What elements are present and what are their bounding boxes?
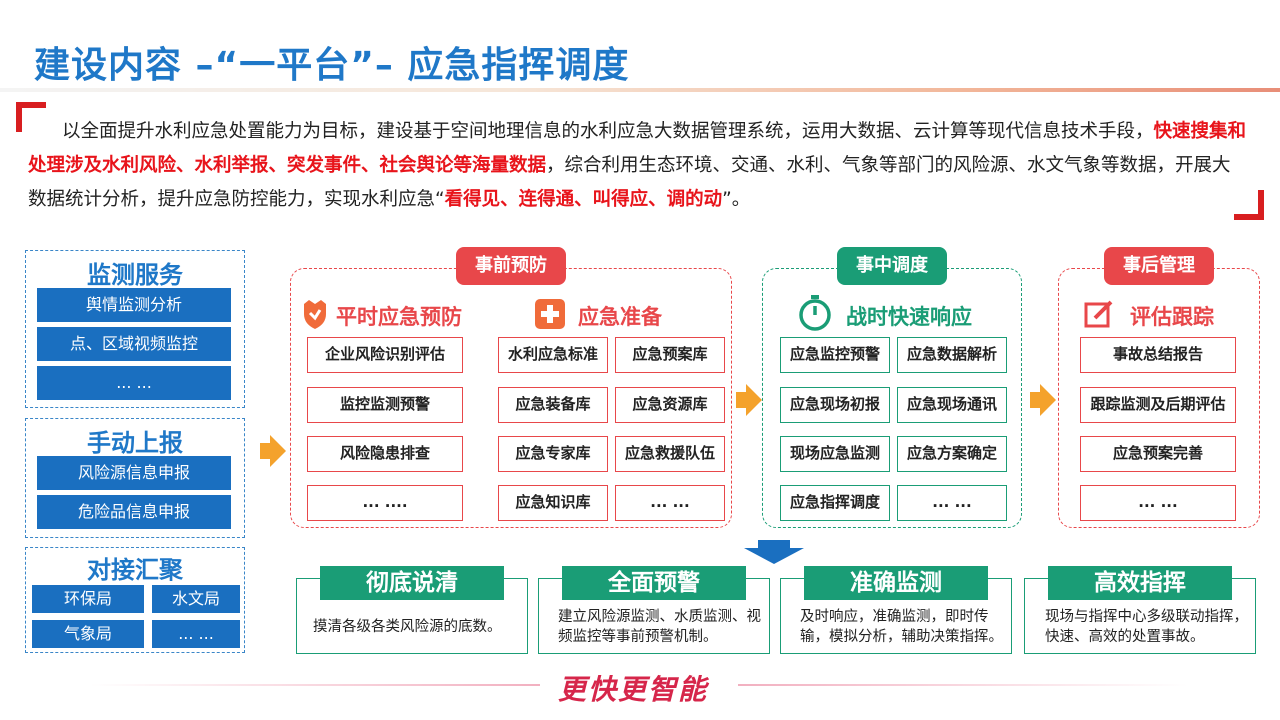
manual-report-group: 手动上报 风险源信息申报 危险品信息申报 [25,418,245,538]
monitor-service-title: 监测服务 [87,261,183,289]
card-warn-text: 建立风险源监测、水质监测、视频监控等事前预警机制。 [558,609,761,645]
after-cell-more[interactable]: ... ... [1080,485,1236,521]
before-cell-rescue[interactable]: 应急救援队伍 [615,436,725,472]
corner-bracket-bottom-right [1234,190,1264,220]
before-cell-more[interactable]: ... .... [307,485,463,521]
card-command-text: 现场与指挥中心多级联动指挥，快速、高效的处置事故。 [1045,609,1248,645]
page-title: 建设内容 –“一平台”– 应急指挥调度 [34,45,630,86]
card-monitor-text: 及时响应，准确监测，即时传输，模拟分析，辅助决策指挥。 [800,609,1003,645]
card-warn-title: 全面预警 [562,566,746,600]
during-cell-comm[interactable]: 应急现场通讯 [897,387,1007,423]
manual-item-risk[interactable]: 风险源信息申报 [37,456,231,490]
during-cell-onsite[interactable]: 现场应急监测 [780,436,890,472]
before-cell-risk-eval[interactable]: 企业风险识别评估 [307,337,463,373]
before-cell-standard[interactable]: 水利应急标准 [498,337,608,373]
before-cell-plans[interactable]: 应急预案库 [615,337,725,373]
manual-report-title: 手动上报 [87,429,183,457]
intro-text-1: 以全面提升水利应急处置能力为目标，建设基于空间地理信息的水利应急大数据管理系统，… [62,121,1154,142]
during-cell-plan[interactable]: 应急方案确定 [897,436,1007,472]
card-clear-text: 摸清各级各类风险源的底数。 [313,619,502,635]
card-monitor-title: 准确监测 [804,566,988,600]
monitor-item-opinion[interactable]: 舆情监测分析 [37,288,231,322]
during-sub: 战时快速响应 [846,305,972,329]
dock-item-weather[interactable]: 气象局 [32,620,144,648]
after-sub: 评估跟踪 [1130,305,1214,329]
after-cell-improve[interactable]: 应急预案完善 [1080,436,1236,472]
dock-title: 对接汇聚 [87,556,183,584]
during-cell-command[interactable]: 应急指挥调度 [780,485,890,521]
during-cell-warn[interactable]: 应急监控预警 [780,337,890,373]
title-divider [0,88,1280,92]
before-cell-more2[interactable]: ... ... [615,485,725,521]
monitor-item-more[interactable]: ... ... [37,366,231,400]
manual-item-hazard[interactable]: 危险品信息申报 [37,495,231,529]
after-cell-summary[interactable]: 事故总结报告 [1080,337,1236,373]
before-badge: 事前预防 [456,247,566,285]
slogan-line-right [738,684,1188,686]
after-badge: 事后管理 [1104,247,1214,285]
intro-text-3: ”。 [722,189,751,210]
intro-highlight-1: 快速搜集和处理涉及水利风险、水利举报、突发事件、社会舆论等海量数据 [28,121,1247,176]
before-cell-resources[interactable]: 应急资源库 [615,387,725,423]
dock-item-hydro[interactable]: 水文局 [152,585,240,613]
during-cell-initial[interactable]: 应急现场初报 [780,387,890,423]
shield-icon [300,298,330,330]
medical-cross-icon [535,299,565,329]
monitor-item-video[interactable]: 点、区域视频监控 [37,327,231,361]
before-sub-1: 平时应急预防 [336,305,462,329]
intro-paragraph: 以全面提升水利应急处置能力为目标，建设基于空间地理信息的水利应急大数据管理系统，… [28,115,1248,217]
card-clear-title: 彻底说清 [320,566,504,600]
stopwatch-icon [796,294,834,332]
during-cell-more[interactable]: ... ... [897,485,1007,521]
after-cell-tracking[interactable]: 跟踪监测及后期评估 [1080,387,1236,423]
before-cell-equipment[interactable]: 应急装备库 [498,387,608,423]
during-cell-analysis[interactable]: 应急数据解析 [897,337,1007,373]
card-command-title: 高效指挥 [1048,566,1232,600]
corner-bracket-top-left [16,102,46,132]
monitor-service-group: 监测服务 舆情监测分析 点、区域视频监控 ... ... [25,250,245,408]
before-cell-hazard-check[interactable]: 风险隐患排查 [307,436,463,472]
before-cell-monitor-warn[interactable]: 监控监测预警 [307,387,463,423]
edit-icon [1083,298,1115,330]
intro-highlight-2: 看得见、连得通、叫得应、调的动 [444,189,723,210]
before-cell-knowledge[interactable]: 应急知识库 [498,485,608,521]
intro-text-2: ，综合利用生态环境、交通、水利、气象等部门的风险源、水文气象等数据，开展大数据统… [28,155,1231,210]
during-badge: 事中调度 [837,247,947,285]
before-sub-2: 应急准备 [578,305,662,329]
before-cell-experts[interactable]: 应急专家库 [498,436,608,472]
slogan: 更快更智能 [558,673,709,706]
dock-item-env[interactable]: 环保局 [32,585,144,613]
dock-item-more[interactable]: ... ... [152,620,240,648]
dock-group: 对接汇聚 环保局 水文局 气象局 ... ... [25,547,245,653]
slogan-line-left [90,684,540,686]
